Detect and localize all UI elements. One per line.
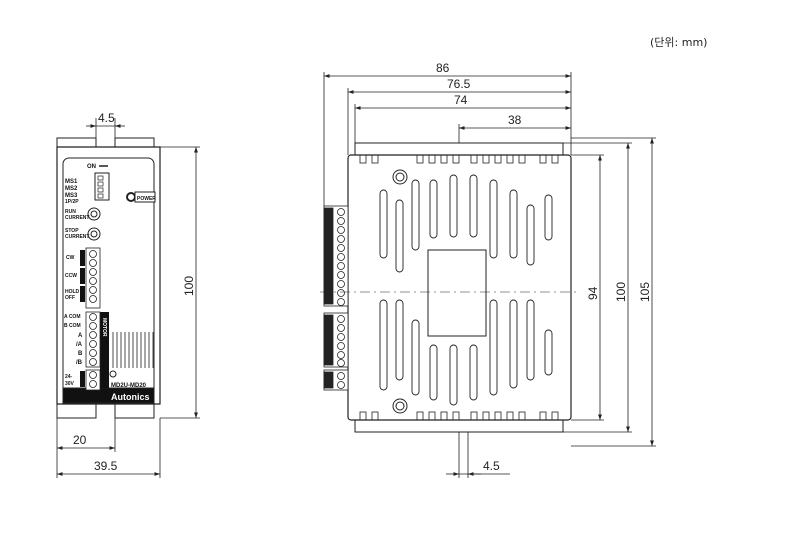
dip-switch <box>94 172 110 201</box>
label-motor: MOTOR <box>101 318 107 337</box>
side-connectors <box>323 205 349 391</box>
mount-hole-bottom <box>392 398 408 414</box>
label-ms3: MS3 <box>65 193 78 199</box>
dim-front-4-5: 4.5 <box>98 111 115 125</box>
label-a-com: A COM <box>64 314 80 320</box>
label-b: B <box>78 351 83 357</box>
side-bottom-notches <box>359 411 559 421</box>
dim-side-4-5: 4.5 <box>483 459 500 473</box>
dim-side-94: 94 <box>586 286 600 300</box>
dim-side-76-5: 76.5 <box>447 77 471 91</box>
front-dimensions <box>56 118 200 478</box>
front-bottom-tab <box>56 404 155 419</box>
label-run: RUN <box>65 209 76 215</box>
label-na: /A <box>76 342 83 348</box>
side-top-notches <box>359 154 559 164</box>
ce-mark <box>109 370 117 378</box>
label-off: OFF <box>65 295 75 301</box>
dim-side-38: 38 <box>508 113 522 127</box>
label-ms1: MS1 <box>65 179 78 185</box>
label-b-com: B COM <box>64 323 81 329</box>
label-run-current: CURRENT <box>65 215 89 221</box>
side-plate <box>347 154 572 421</box>
mount-hole-top <box>392 169 408 185</box>
label-a: A <box>78 333 83 339</box>
label-dc: DC <box>101 373 107 381</box>
power-led <box>126 192 136 202</box>
front-vents <box>112 332 154 368</box>
dim-front-100: 100 <box>182 276 196 296</box>
label-30v: 30V <box>65 381 75 387</box>
label-ccw: CCW <box>65 273 77 279</box>
unit-label: (단위: mm) <box>650 36 708 49</box>
side-vents <box>379 174 553 406</box>
dim-side-74: 74 <box>454 93 468 107</box>
label-brand: Autonics <box>111 392 150 402</box>
side-dimensions <box>323 72 656 478</box>
dim-side-86: 86 <box>436 61 450 75</box>
dim-side-100: 100 <box>614 282 628 302</box>
label-stop-current: CURRENT <box>65 234 89 240</box>
front-body-outline <box>56 146 161 405</box>
label-nb: /B <box>76 360 83 366</box>
label-ms2: MS2 <box>65 186 78 192</box>
dim-side-105: 105 <box>638 282 652 302</box>
terminal-block <box>85 247 101 391</box>
front-bottom-band <box>62 387 155 404</box>
label-cw: CW <box>66 255 75 261</box>
front-top-tab <box>56 137 155 147</box>
label-model: MD2U-MD20 <box>111 383 147 389</box>
front-view <box>56 137 161 419</box>
side-view <box>320 142 580 433</box>
power-label-box <box>134 191 156 203</box>
label-power: POWER <box>137 196 156 202</box>
stop-current-knob <box>87 227 101 241</box>
label-on: ON <box>87 164 96 170</box>
front-motor-band <box>100 312 109 388</box>
side-center-window <box>427 249 487 337</box>
run-current-knob <box>87 207 101 221</box>
label-hold: HOLD <box>65 289 80 295</box>
dim-front-39-5: 39.5 <box>94 459 118 473</box>
dim-front-20: 20 <box>73 433 87 447</box>
label-24v: 24- <box>65 374 73 380</box>
label-1p2p: 1P/2P <box>65 199 79 205</box>
label-stop: STOP <box>65 228 79 234</box>
